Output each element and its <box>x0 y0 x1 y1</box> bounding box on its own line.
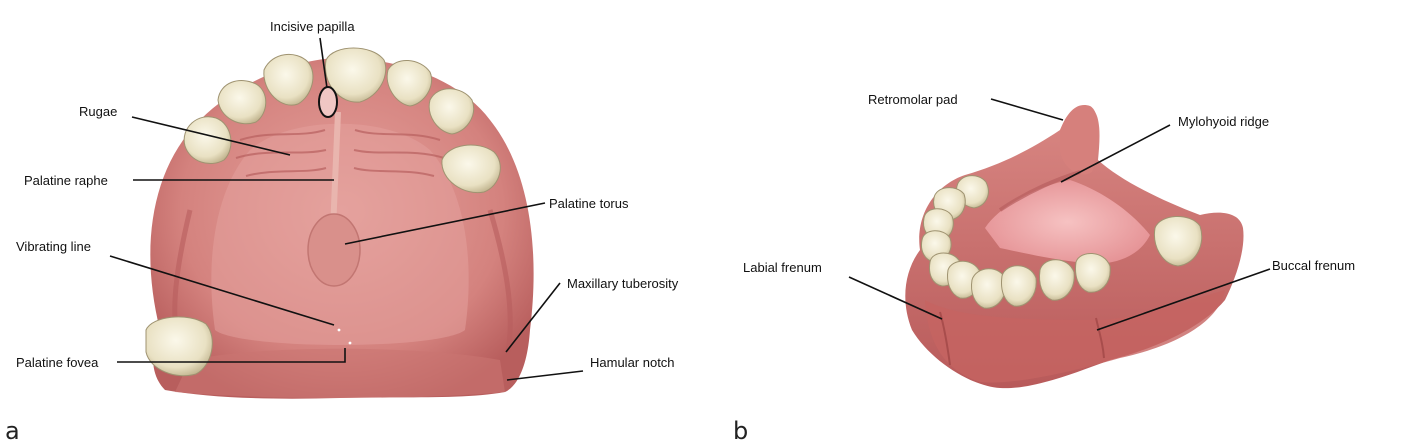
tooth <box>971 268 1007 309</box>
leader-hamular-notch <box>506 370 584 381</box>
leader-labial-frenum <box>848 276 943 320</box>
leader-mylohyoid-ridge <box>1060 124 1171 183</box>
leader-vibrating-line <box>109 255 335 326</box>
leader-palatine-fovea <box>117 348 346 363</box>
panel-letter-a: a <box>5 417 20 445</box>
label-maxillary-tuberosity: Maxillary tuberosity <box>567 276 679 291</box>
panel-a: Incisive papilla Rugae Palatine raphe Pa… <box>5 19 679 445</box>
label-palatine-torus: Palatine torus <box>549 196 629 211</box>
leader-buccal-frenum <box>1096 268 1271 331</box>
label-buccal-frenum: Buccal frenum <box>1272 258 1355 273</box>
leader-palatine-torus <box>344 202 546 245</box>
leader-maxillary-tuberosity <box>505 282 561 353</box>
leader-retromolar-pad <box>990 98 1064 121</box>
label-vibrating-line: Vibrating line <box>16 239 91 254</box>
labial-frenum-fold <box>939 311 951 366</box>
panel-letter-b: b <box>733 417 748 445</box>
leader-incisive-papilla <box>319 37 328 89</box>
tooth <box>145 316 213 377</box>
mandibular-teeth <box>921 175 1203 309</box>
tooth <box>441 144 501 194</box>
lingual-floor <box>985 180 1150 264</box>
palatine-fovea-dot <box>348 341 352 345</box>
tooth <box>1153 216 1203 267</box>
soft-palate <box>175 348 505 398</box>
tooth <box>386 60 432 107</box>
tooth <box>217 80 267 125</box>
tooth <box>428 88 474 135</box>
palatine-torus <box>307 213 361 287</box>
leader-rugae <box>131 116 291 156</box>
labial-gum-band <box>925 290 1225 383</box>
label-incisive-papilla: Incisive papilla <box>270 19 355 34</box>
incisive-papilla-marker <box>318 86 338 118</box>
mylohyoid-ridge <box>998 170 1081 212</box>
rugae-ridges <box>235 129 445 177</box>
retromolar-pad <box>1060 105 1099 175</box>
tuberosity-ridge <box>487 209 513 353</box>
palatine-fovea-dot <box>337 328 341 332</box>
tooth <box>263 54 314 106</box>
label-palatine-fovea: Palatine fovea <box>16 355 99 370</box>
buccal-frenum-fold <box>1095 317 1105 359</box>
label-mylohyoid-ridge: Mylohyoid ridge <box>1178 114 1269 129</box>
tooth <box>1001 265 1037 307</box>
tooth <box>1039 259 1075 301</box>
label-rugae: Rugae <box>79 104 117 119</box>
label-palatine-raphe: Palatine raphe <box>24 173 108 188</box>
panel-b: Retromolar pad Mylohyoid ridge Labial fr… <box>733 92 1355 445</box>
label-labial-frenum: Labial frenum <box>743 260 822 275</box>
label-retromolar-pad: Retromolar pad <box>868 92 958 107</box>
tooth <box>1075 253 1111 293</box>
label-hamular-notch: Hamular notch <box>590 355 675 370</box>
tooth <box>183 116 232 164</box>
